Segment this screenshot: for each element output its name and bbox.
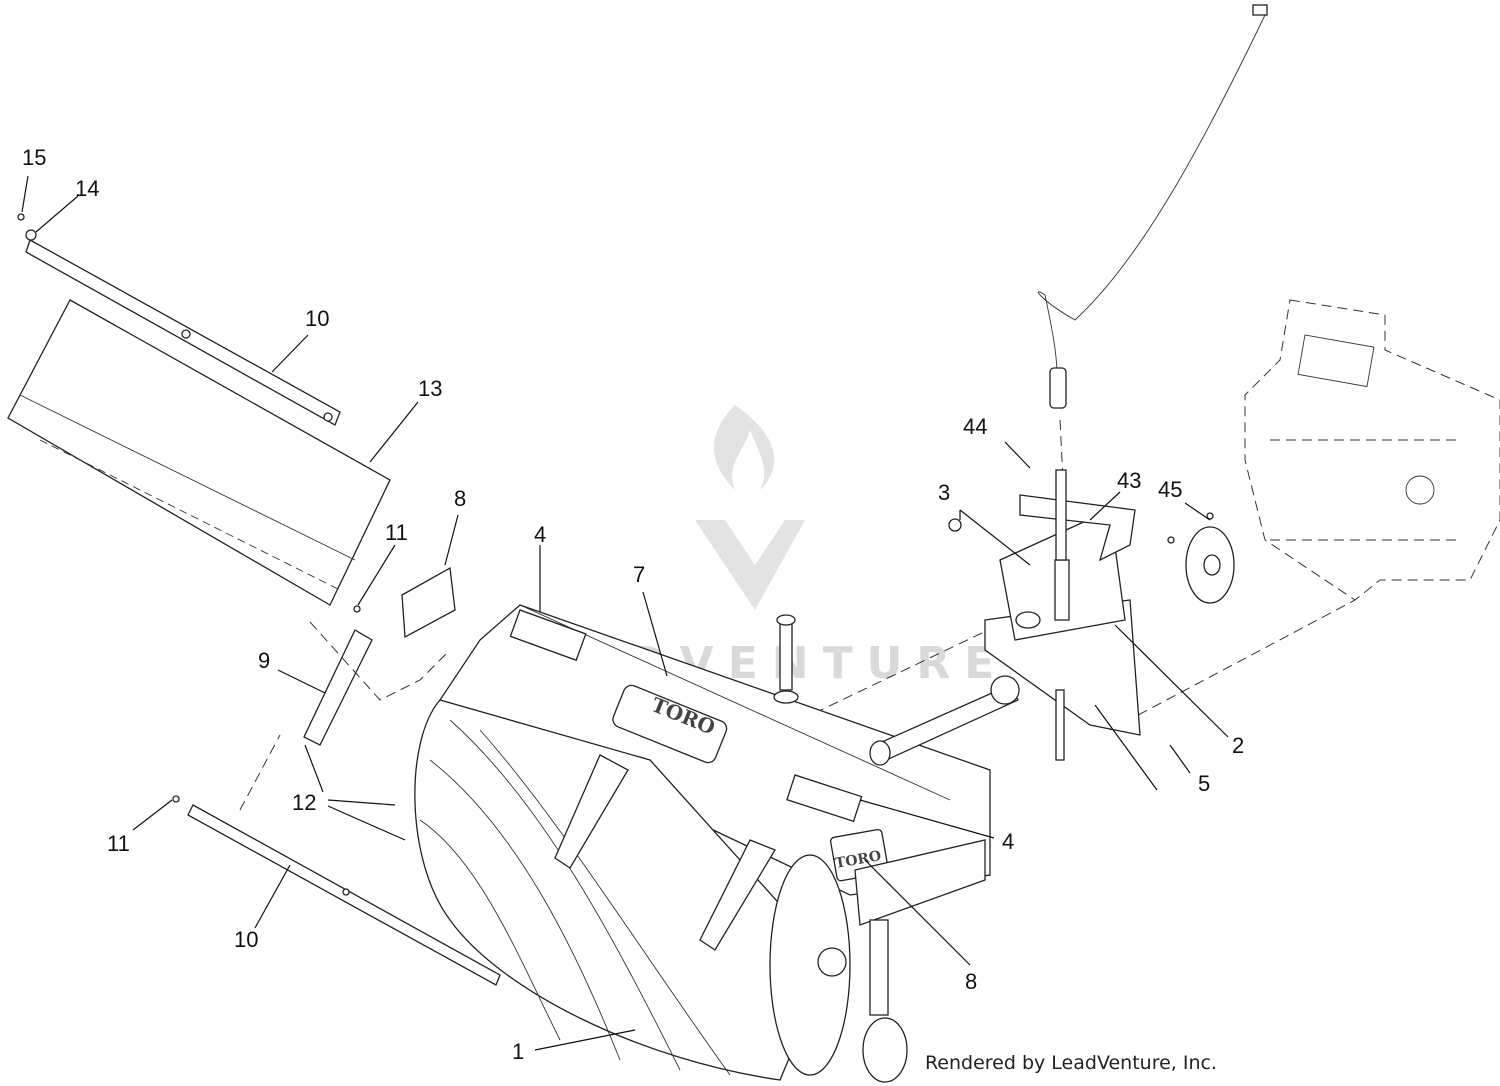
mounting-plate: [948, 509, 1141, 736]
callout-12: 12: [292, 790, 316, 815]
callout-15: 15: [22, 145, 46, 170]
callout-4-top: 4: [534, 522, 546, 547]
support-strap: [303, 605, 373, 746]
bracket-43: [1019, 494, 1136, 562]
decal-left: [401, 566, 456, 639]
callout-1: 1: [512, 1039, 524, 1064]
callout-11-bottom: 11: [107, 831, 130, 856]
gearbox-housing: [1244, 299, 1500, 601]
callout-13: 13: [418, 376, 442, 401]
callout-4-right: 4: [1002, 829, 1014, 854]
callout-8-right: 8: [965, 969, 977, 994]
leader-lines: [21, 175, 1229, 1051]
pulley: [1167, 512, 1235, 604]
callout-5: 5: [1198, 771, 1210, 796]
center-bolt: [773, 614, 799, 704]
bolt-and-washer: [17, 213, 37, 241]
callout-10-top: 10: [305, 306, 329, 331]
callout-8-left: 8: [454, 486, 466, 511]
deflector-shield: [7, 239, 391, 606]
callout-10-bottom: 10: [234, 927, 258, 952]
callout-labels: 15 14 10 13 8 11 4 7 9 12 11 10 1 8 4 44…: [22, 145, 1244, 1064]
callout-43: 43: [1117, 468, 1141, 493]
lower-bar: [172, 795, 501, 986]
callout-45: 45: [1158, 477, 1182, 502]
caster-assembly: [854, 839, 986, 1083]
render-credit: Rendered by LeadVenture, Inc.: [924, 1052, 1217, 1074]
control-cable: [1037, 4, 1268, 761]
callout-44: 44: [963, 414, 987, 439]
callout-3: 3: [938, 480, 950, 505]
callout-7: 7: [633, 562, 645, 587]
callout-14: 14: [75, 176, 99, 201]
drive-shaft: [869, 675, 1020, 766]
brush-cylinder: [414, 699, 851, 1081]
callout-2: 2: [1232, 733, 1244, 758]
callout-11-top: 11: [385, 520, 408, 545]
callout-9: 9: [258, 648, 270, 673]
